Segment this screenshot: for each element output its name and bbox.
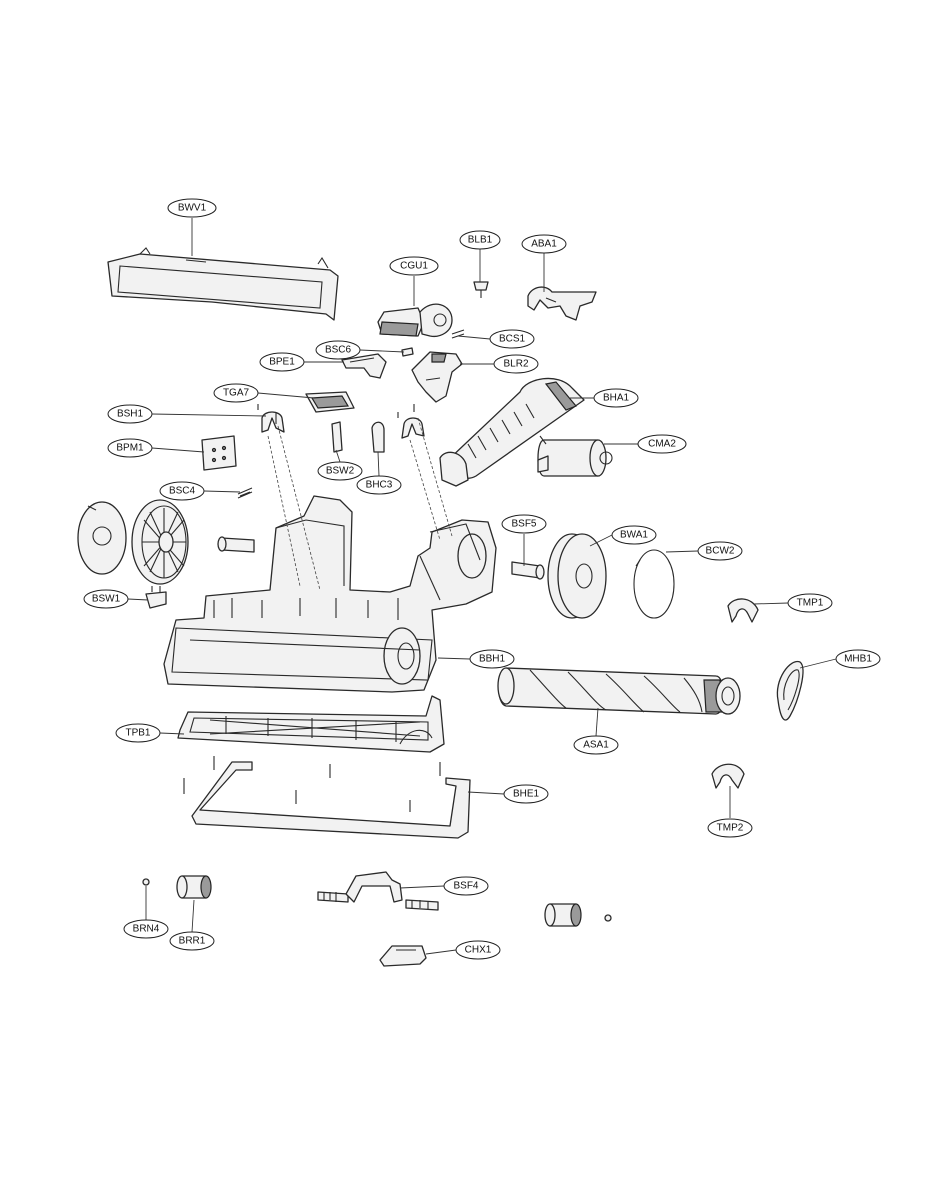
callout-bwv1: BWV1: [167, 198, 217, 218]
callout-bha1: BHA1: [593, 388, 639, 408]
part-bsw2: [331, 421, 343, 453]
part-brr1: [176, 875, 212, 899]
label-blb1: BLB1: [468, 235, 493, 246]
label-bsw2: BSW2: [326, 466, 355, 477]
part-bcw2: [633, 549, 675, 619]
part-tpb1: [177, 695, 445, 753]
part-tmp1: [727, 598, 759, 623]
callout-tpb1: TPB1: [115, 723, 161, 743]
callout-cma2: CMA2: [637, 434, 687, 454]
callout-bsc4: BSC4: [159, 481, 205, 501]
label-bpe1: BPE1: [269, 357, 295, 368]
part-cma2: [537, 435, 613, 477]
callout-blr2: BLR2: [493, 354, 539, 374]
part-cgu1: [377, 303, 453, 338]
part-bhe1: [191, 761, 471, 839]
label-brr1: BRR1: [179, 936, 206, 947]
part-bbh1: [163, 495, 497, 693]
screw-set-tpb1: [183, 756, 441, 812]
callout-cgu1: CGU1: [389, 256, 439, 276]
label-tmp1: TMP1: [797, 598, 824, 609]
callout-bsw1: BSW1: [83, 589, 129, 609]
callout-bhe1: BHE1: [503, 784, 549, 804]
label-tga7: TGA7: [223, 388, 250, 399]
label-aba1: ABA1: [531, 239, 557, 250]
label-bpm1: BPM1: [116, 443, 144, 454]
callout-brr1: BRR1: [169, 931, 215, 951]
label-bhe1: BHE1: [513, 789, 540, 800]
label-bsf5: BSF5: [511, 519, 536, 530]
label-mhb1: MHB1: [844, 654, 872, 665]
label-blr2: BLR2: [503, 359, 528, 370]
label-tmp2: TMP2: [717, 823, 744, 834]
callout-tga7: TGA7: [213, 383, 259, 403]
part-chx1: [379, 945, 427, 967]
label-asa1: ASA1: [583, 740, 609, 751]
part-bpm1: [201, 435, 237, 471]
callout-bsh1: BSH1: [107, 404, 153, 424]
leader-lines: [127, 218, 837, 955]
callout-asa1: ASA1: [573, 735, 619, 755]
part-blr2: [411, 351, 463, 403]
part-brn4: [142, 878, 150, 886]
part-left-wheel: [77, 499, 189, 585]
label-cma2: CMA2: [648, 439, 676, 450]
part-blb1: [473, 281, 489, 298]
label-bsf4: BSF4: [453, 881, 478, 892]
label-brn4: BRN4: [133, 924, 160, 935]
callout-bsc6: BSC6: [315, 340, 361, 360]
callout-aba1: ABA1: [521, 234, 567, 254]
part-bsc4: [237, 487, 253, 499]
callout-brn4: BRN4: [123, 919, 169, 939]
label-bcs1: BCS1: [499, 334, 526, 345]
label-bwa1: BWA1: [620, 530, 648, 541]
label-bhc3: BHC3: [366, 480, 393, 491]
part-bsc6: [401, 347, 414, 357]
part-tga7: [305, 391, 355, 413]
part-bwa1: [547, 533, 607, 619]
part-bsf5: [511, 561, 545, 580]
part-bhc3: [371, 421, 385, 453]
part-bsf4: [317, 871, 439, 911]
part-asa1: [497, 667, 741, 715]
part-tmp2: [711, 763, 745, 789]
part-bsh1: [257, 404, 425, 439]
label-bsc4: BSC4: [169, 486, 196, 497]
callout-chx1: CHX1: [455, 940, 501, 960]
callout-bsf4: BSF4: [443, 876, 489, 896]
part-aba1: [527, 286, 597, 321]
callout-bcw2: BCW2: [697, 541, 743, 561]
callout-bsf5: BSF5: [501, 514, 547, 534]
callout-bpm1: BPM1: [107, 438, 153, 458]
label-bsc6: BSC6: [325, 345, 352, 356]
label-chx1: CHX1: [465, 945, 492, 956]
assembly-lines: [267, 417, 453, 591]
callout-tmp1: TMP1: [787, 593, 833, 613]
label-bsh1: BSH1: [117, 409, 144, 420]
callout-bwa1: BWA1: [611, 525, 657, 545]
callout-bpe1: BPE1: [259, 352, 305, 372]
part-mhb1: [776, 661, 804, 721]
callout-tmp2: TMP2: [707, 818, 753, 838]
part-axle-left: [217, 536, 255, 553]
callout-bcs1: BCS1: [489, 329, 535, 349]
part-bsw1: [145, 586, 167, 609]
label-bbh1: BBH1: [479, 654, 506, 665]
part-bha1: [439, 377, 585, 487]
part-bpe1: [341, 353, 387, 379]
part-bwv1: [107, 247, 339, 321]
label-bha1: BHA1: [603, 393, 630, 404]
callout-mhb1: MHB1: [835, 649, 881, 669]
label-cgu1: CGU1: [400, 261, 428, 272]
callout-bbh1: BBH1: [469, 649, 515, 669]
label-bwv1: BWV1: [178, 203, 207, 214]
label-bsw1: BSW1: [92, 594, 121, 605]
part-roller-right: [544, 903, 612, 927]
callout-bhc3: BHC3: [356, 475, 402, 495]
label-bcw2: BCW2: [706, 546, 735, 557]
label-tpb1: TPB1: [125, 728, 150, 739]
callout-bsw2: BSW2: [317, 461, 363, 481]
callout-blb1: BLB1: [459, 230, 501, 250]
